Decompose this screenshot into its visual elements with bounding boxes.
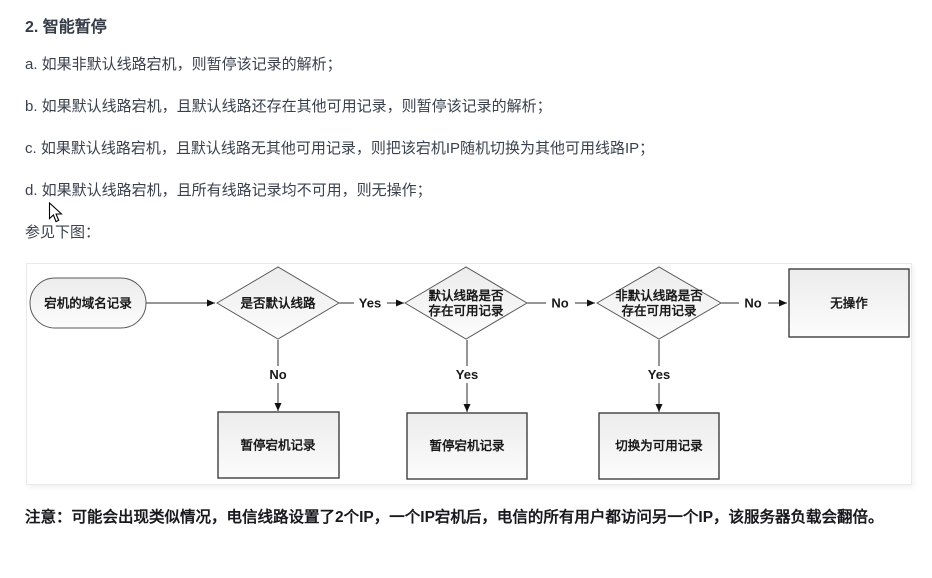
page-title: 2. 智能暂停: [25, 19, 107, 36]
edge-label-d2-yes: Yes: [456, 367, 478, 382]
edge-label-bg: [354, 295, 387, 311]
node-decision2-shape: [404, 266, 528, 340]
rule-item-a: a. 如果非默认线路宕机，则暂停该记录的解析；: [25, 56, 342, 73]
flowchart-canvas: Yes No No No Yes Yes 宕机的域名记录 是否默认线路: [29, 266, 910, 480]
node-decision2-line2: 存在可用记录: [427, 303, 504, 318]
edge-label-bg: [642, 366, 676, 383]
edge-label-bg: [263, 366, 293, 383]
node-switch-shape: [598, 412, 720, 480]
node-pause2-shape: [406, 412, 528, 480]
node-decision1-label: 是否默认线路: [239, 296, 316, 311]
node-noop-label: 无操作: [829, 296, 868, 311]
rule-item-b: b. 如果默认线路宕机，且默认线路还存在其他可用记录，则暂停该记录的解析；: [25, 98, 552, 115]
edge-label-d2-no: No: [551, 296, 568, 311]
flowchart-nodes: 宕机的域名记录 是否默认线路 默认线路是否存在可用记录 非默认线路是否存在可用记…: [29, 266, 910, 480]
rule-item-c: c. 如果默认线路宕机，且默认线路无其他可用记录，则把该宕机IP随机切换为其他可…: [25, 140, 655, 157]
edge-label-bg: [739, 295, 768, 311]
node-decision3-label: 非默认线路是否存在可用记录: [615, 288, 703, 318]
node-noop-shape: [788, 268, 910, 338]
node-decision2-line1: 默认线路是否: [428, 288, 504, 303]
figure-caption: 参见下图：: [25, 224, 101, 241]
node-start-label: 宕机的域名记录: [43, 296, 132, 311]
node-decision3-line1: 非默认线路是否: [615, 288, 703, 303]
node-decision3-line2: 存在可用记录: [620, 303, 697, 318]
flowchart-edge-labels: Yes No No No Yes Yes: [263, 295, 768, 383]
node-pause2-label: 暂停宕机记录: [429, 438, 505, 453]
node-pause1-shape: [217, 411, 340, 479]
note-text: 注意：可能会出现类似情况，电信线路设置了2个IP，一个IP宕机后，电信的所有用户…: [25, 509, 884, 526]
edge-label-d1-yes: Yes: [359, 296, 381, 311]
edge-label-d3-no: No: [744, 296, 761, 311]
node-decision3-shape: [596, 266, 722, 340]
edge-label-bg: [546, 295, 575, 311]
node-decision1-shape: [216, 266, 340, 340]
node-start-shape: [29, 277, 147, 329]
node-decision2-label: 默认线路是否存在可用记录: [427, 288, 504, 318]
node-pause1-label: 暂停宕机记录: [240, 438, 316, 453]
mouse-cursor-icon: [48, 202, 63, 223]
flowchart-figure: Yes No No No Yes Yes 宕机的域名记录 是否默认线路: [26, 263, 912, 485]
edge-label-bg: [450, 366, 484, 383]
edge-label-d3-yes: Yes: [648, 367, 670, 382]
node-switch-label: 切换为可用记录: [615, 438, 703, 453]
rule-item-d: d. 如果默认线路宕机，且所有线路记录均不可用，则无操作；: [25, 182, 432, 199]
edge-label-d1-no: No: [269, 367, 286, 382]
